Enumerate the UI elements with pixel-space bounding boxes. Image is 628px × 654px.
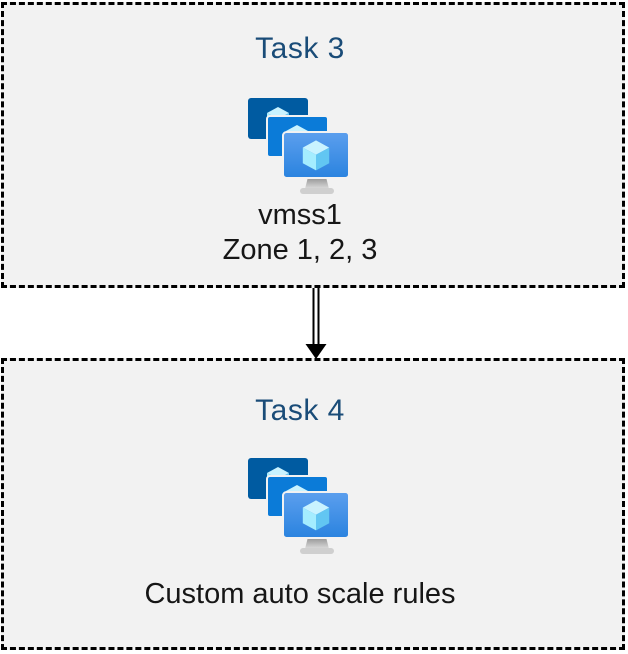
vmss-zones-label: Zone 1, 2, 3 [222,234,378,266]
task4-box: Task 4 [1,358,625,650]
task4-content: Task 4 [4,361,622,647]
autoscale-rules-label: Custom auto scale rules [144,578,456,610]
task3-content: Task 3 [4,5,622,285]
vm-scale-set-icon-svg [248,458,350,554]
vm-scale-set-icon-svg [248,98,350,194]
vm-scale-set-icon [247,97,353,195]
vmss-name-label: vmss1 [258,199,342,231]
task3-title: Task 3 [255,32,345,65]
down-arrow [305,288,327,359]
task3-box: Task 3 [1,2,625,288]
task4-title: Task 4 [255,394,345,427]
vm-scale-set-icon [247,457,353,555]
